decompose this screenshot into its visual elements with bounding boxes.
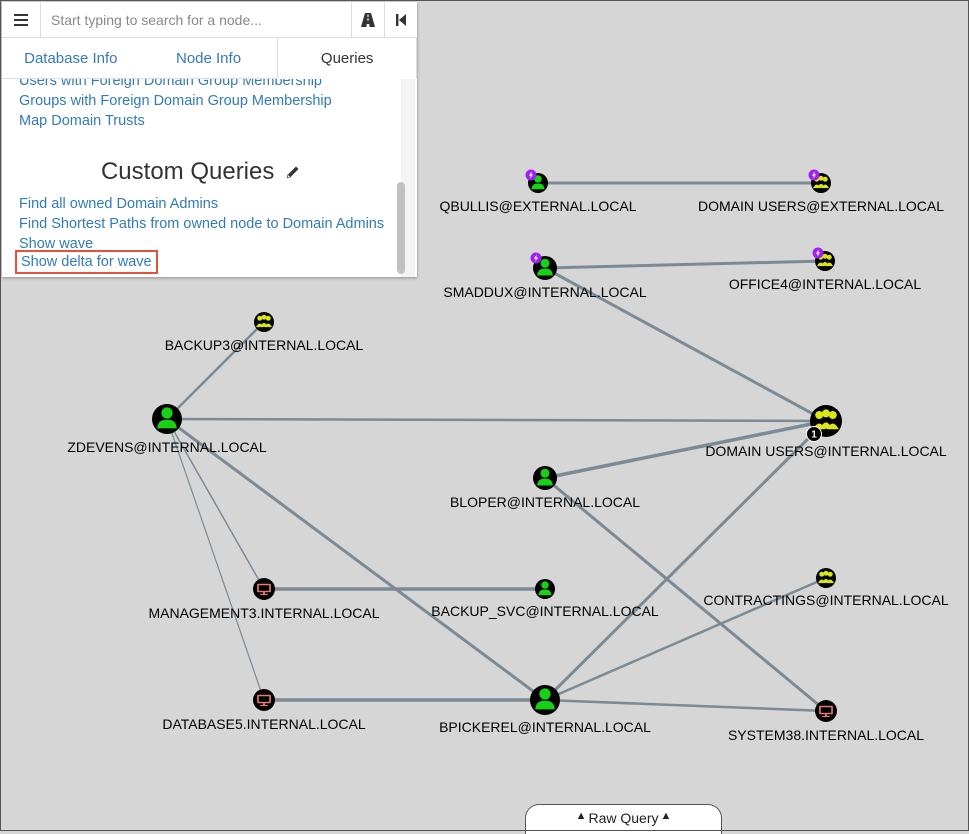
tab-queries[interactable]: Queries — [277, 38, 418, 79]
query-show-delta-for-wave[interactable]: Show delta for wave — [15, 250, 158, 274]
edge-zdevens-bpickerel[interactable] — [165, 417, 547, 702]
node-label: OFFICE4@INTERNAL.LOCAL — [729, 276, 922, 292]
node-bloper[interactable]: BLOPER@INTERNAL.LOCAL — [450, 466, 640, 510]
step-backward-icon — [396, 13, 406, 26]
graph-edges — [165, 181, 828, 713]
node-label: ZDEVENS@INTERNAL.LOCAL — [67, 439, 267, 455]
node-smaddux[interactable]: SMADDUX@INTERNAL.LOCAL — [443, 252, 647, 301]
node-db5[interactable]: DATABASE5.INTERNAL.LOCAL — [162, 689, 366, 732]
chevron-up-icon: ▲ — [660, 810, 672, 822]
node-label: MANAGEMENT3.INTERNAL.LOCAL — [148, 605, 379, 621]
bolt-badge-icon — [808, 169, 820, 181]
node-label: DOMAIN USERS@INTERNAL.LOCAL — [705, 443, 947, 459]
road-icon — [361, 12, 375, 27]
edge-smaddux-du_int[interactable] — [543, 266, 828, 423]
user-icon — [537, 468, 553, 486]
node-label: SMADDUX@INTERNAL.LOCAL — [443, 284, 646, 300]
node-label: BACKUP_SVC@INTERNAL.LOCAL — [431, 603, 659, 619]
queries-list: Users with Foreign Domain Group Membersh… — [2, 79, 400, 277]
back-button[interactable] — [384, 2, 417, 37]
node-bpickerel[interactable]: BPICKEREL@INTERNAL.LOCAL — [439, 685, 651, 735]
graph-nodes: QBULLIS@EXTERNAL.LOCAL DOMAIN USERS@EXTER… — [67, 169, 949, 743]
node-backup3[interactable]: BACKUP3@INTERNAL.LOCAL — [165, 312, 364, 353]
count-badge — [806, 426, 822, 442]
user-icon — [531, 175, 545, 190]
query-find-owned-domain-admins[interactable]: Find all owned Domain Admins — [19, 196, 219, 212]
queries-scrollbar-thumb[interactable] — [397, 182, 405, 274]
search-input[interactable] — [41, 3, 351, 36]
edge-zdevens-mgmt3[interactable] — [166, 418, 265, 590]
node-label: SYSTEM38.INTERNAL.LOCAL — [728, 727, 924, 743]
search-panel: Database Info Node Info Queries Users wi… — [2, 2, 418, 277]
edge-zdevens-db5[interactable] — [166, 418, 265, 701]
edge-zdevens-backup3[interactable] — [165, 320, 266, 421]
node-label: BLOPER@INTERNAL.LOCAL — [450, 494, 640, 510]
computer-icon — [257, 583, 271, 596]
edge-zdevens-du_int[interactable] — [165, 417, 828, 423]
query-show-wave[interactable]: Show wave — [19, 236, 94, 252]
group-icon — [256, 314, 272, 328]
node-label: BACKUP3@INTERNAL.LOCAL — [165, 337, 364, 353]
node-label: DATABASE5.INTERNAL.LOCAL — [162, 716, 366, 732]
bolt-badge-icon — [530, 252, 542, 264]
count-badge-label: 1 — [811, 430, 817, 441]
user-icon — [537, 258, 553, 276]
query-groups-foreign-group[interactable]: Groups with Foreign Domain Group Members… — [19, 93, 332, 109]
node-label: DOMAIN USERS@EXTERNAL.LOCAL — [698, 198, 944, 214]
group-icon — [818, 570, 834, 584]
computer-icon — [257, 694, 271, 707]
user-icon — [157, 407, 177, 429]
query-users-foreign-group[interactable]: Users with Foreign Domain Group Membersh… — [19, 79, 322, 89]
menu-button[interactable] — [2, 2, 41, 37]
raw-query-label: Raw Query — [588, 810, 659, 826]
raw-query-toggle[interactable]: ▲ Raw Query ▲ — [525, 804, 722, 834]
edge-bloper-system38[interactable] — [543, 476, 828, 713]
edge-smaddux-office4[interactable] — [543, 259, 827, 270]
bolt-badge-icon — [812, 247, 824, 259]
edge-bpickerel-contractings[interactable] — [543, 576, 828, 702]
node-label: QBULLIS@EXTERNAL.LOCAL — [439, 198, 636, 214]
chevron-up-icon: ▲ — [575, 810, 587, 822]
user-icon — [538, 581, 552, 596]
node-label: CONTRACTINGS@INTERNAL.LOCAL — [703, 592, 948, 608]
node-mgmt3[interactable]: MANAGEMENT3.INTERNAL.LOCAL — [148, 578, 380, 621]
query-map-domain-trusts[interactable]: Map Domain Trusts — [19, 113, 145, 129]
hamburger-icon — [14, 13, 28, 26]
pencil-icon[interactable] — [285, 164, 301, 180]
node-qbullis[interactable]: QBULLIS@EXTERNAL.LOCAL — [439, 169, 637, 215]
pathfinding-button[interactable] — [351, 2, 384, 37]
edge-bpickerel-system38[interactable] — [543, 698, 828, 713]
edge-bloper-du_int[interactable] — [543, 419, 828, 480]
panel-tabs: Database Info Node Info Queries — [2, 38, 418, 79]
node-contractings[interactable]: CONTRACTINGS@INTERNAL.LOCAL — [703, 568, 949, 608]
computer-icon — [819, 705, 833, 718]
node-office4[interactable]: OFFICE4@INTERNAL.LOCAL — [729, 247, 922, 293]
node-backup_svc[interactable]: BACKUP_SVC@INTERNAL.LOCAL — [431, 579, 659, 619]
search-bar — [2, 2, 417, 38]
node-zdevens[interactable]: ZDEVENS@INTERNAL.LOCAL — [67, 404, 267, 455]
query-shortest-paths-owned[interactable]: Find Shortest Paths from owned node to D… — [19, 216, 385, 232]
tab-node-info[interactable]: Node Info — [175, 49, 242, 67]
user-icon — [535, 688, 555, 710]
node-system38[interactable]: SYSTEM38.INTERNAL.LOCAL — [728, 700, 924, 743]
tab-database-info[interactable]: Database Info — [24, 49, 118, 67]
node-label: BPICKEREL@INTERNAL.LOCAL — [439, 719, 651, 735]
edge-bpickerel-du_int[interactable] — [543, 419, 828, 702]
node-du_ext[interactable]: DOMAIN USERS@EXTERNAL.LOCAL — [698, 169, 944, 215]
custom-queries-title: Custom Queries — [100, 157, 275, 185]
custom-queries-header: Custom Queries — [2, 157, 400, 186]
bolt-badge-icon — [525, 169, 537, 181]
